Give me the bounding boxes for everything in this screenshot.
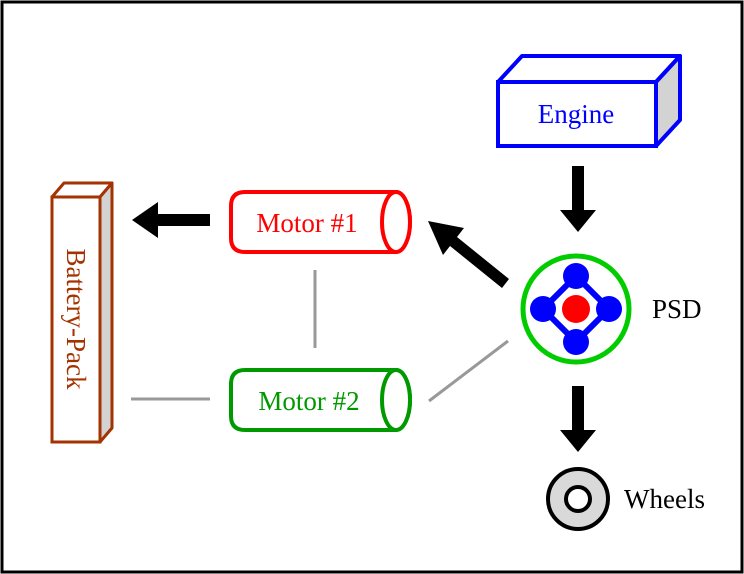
battery-node: Battery-Pack <box>50 181 114 444</box>
psd-planet-gear <box>563 329 589 355</box>
psd-sun-gear <box>562 295 590 323</box>
psd-label: PSD <box>652 294 702 324</box>
wheel-hub <box>564 485 592 513</box>
arrow-psd-to-motor1 <box>428 221 509 288</box>
motor2-end-cap <box>380 368 412 432</box>
engine-top-face <box>496 54 682 84</box>
arrow-motor1-to-battery <box>132 202 210 238</box>
psd-planet-gear <box>596 296 622 322</box>
arrow-psd-to-wheels <box>560 386 596 452</box>
psd-node: PSD <box>520 253 702 365</box>
battery-side-face <box>98 181 114 444</box>
battery-front-face <box>50 195 102 444</box>
link-motor2-psd <box>428 339 509 403</box>
engine-label: Engine <box>538 99 614 129</box>
wheels-node: Wheels <box>546 467 705 531</box>
motor1-node: Motor #1 <box>229 190 412 254</box>
psd-planet-gear <box>530 296 556 322</box>
engine-front-face <box>496 80 658 148</box>
motor1-end-cap <box>380 190 412 254</box>
psd-planet-gear <box>563 263 589 289</box>
motor2-label: Motor #2 <box>258 386 359 416</box>
motor2-node: Motor #2 <box>229 368 412 432</box>
engine-node: Engine <box>496 54 682 148</box>
arrow-engine-to-psd <box>560 166 596 232</box>
motor1-label: Motor #1 <box>256 208 357 238</box>
wheels-label: Wheels <box>624 484 705 514</box>
battery-label: Battery-Pack <box>61 249 91 390</box>
